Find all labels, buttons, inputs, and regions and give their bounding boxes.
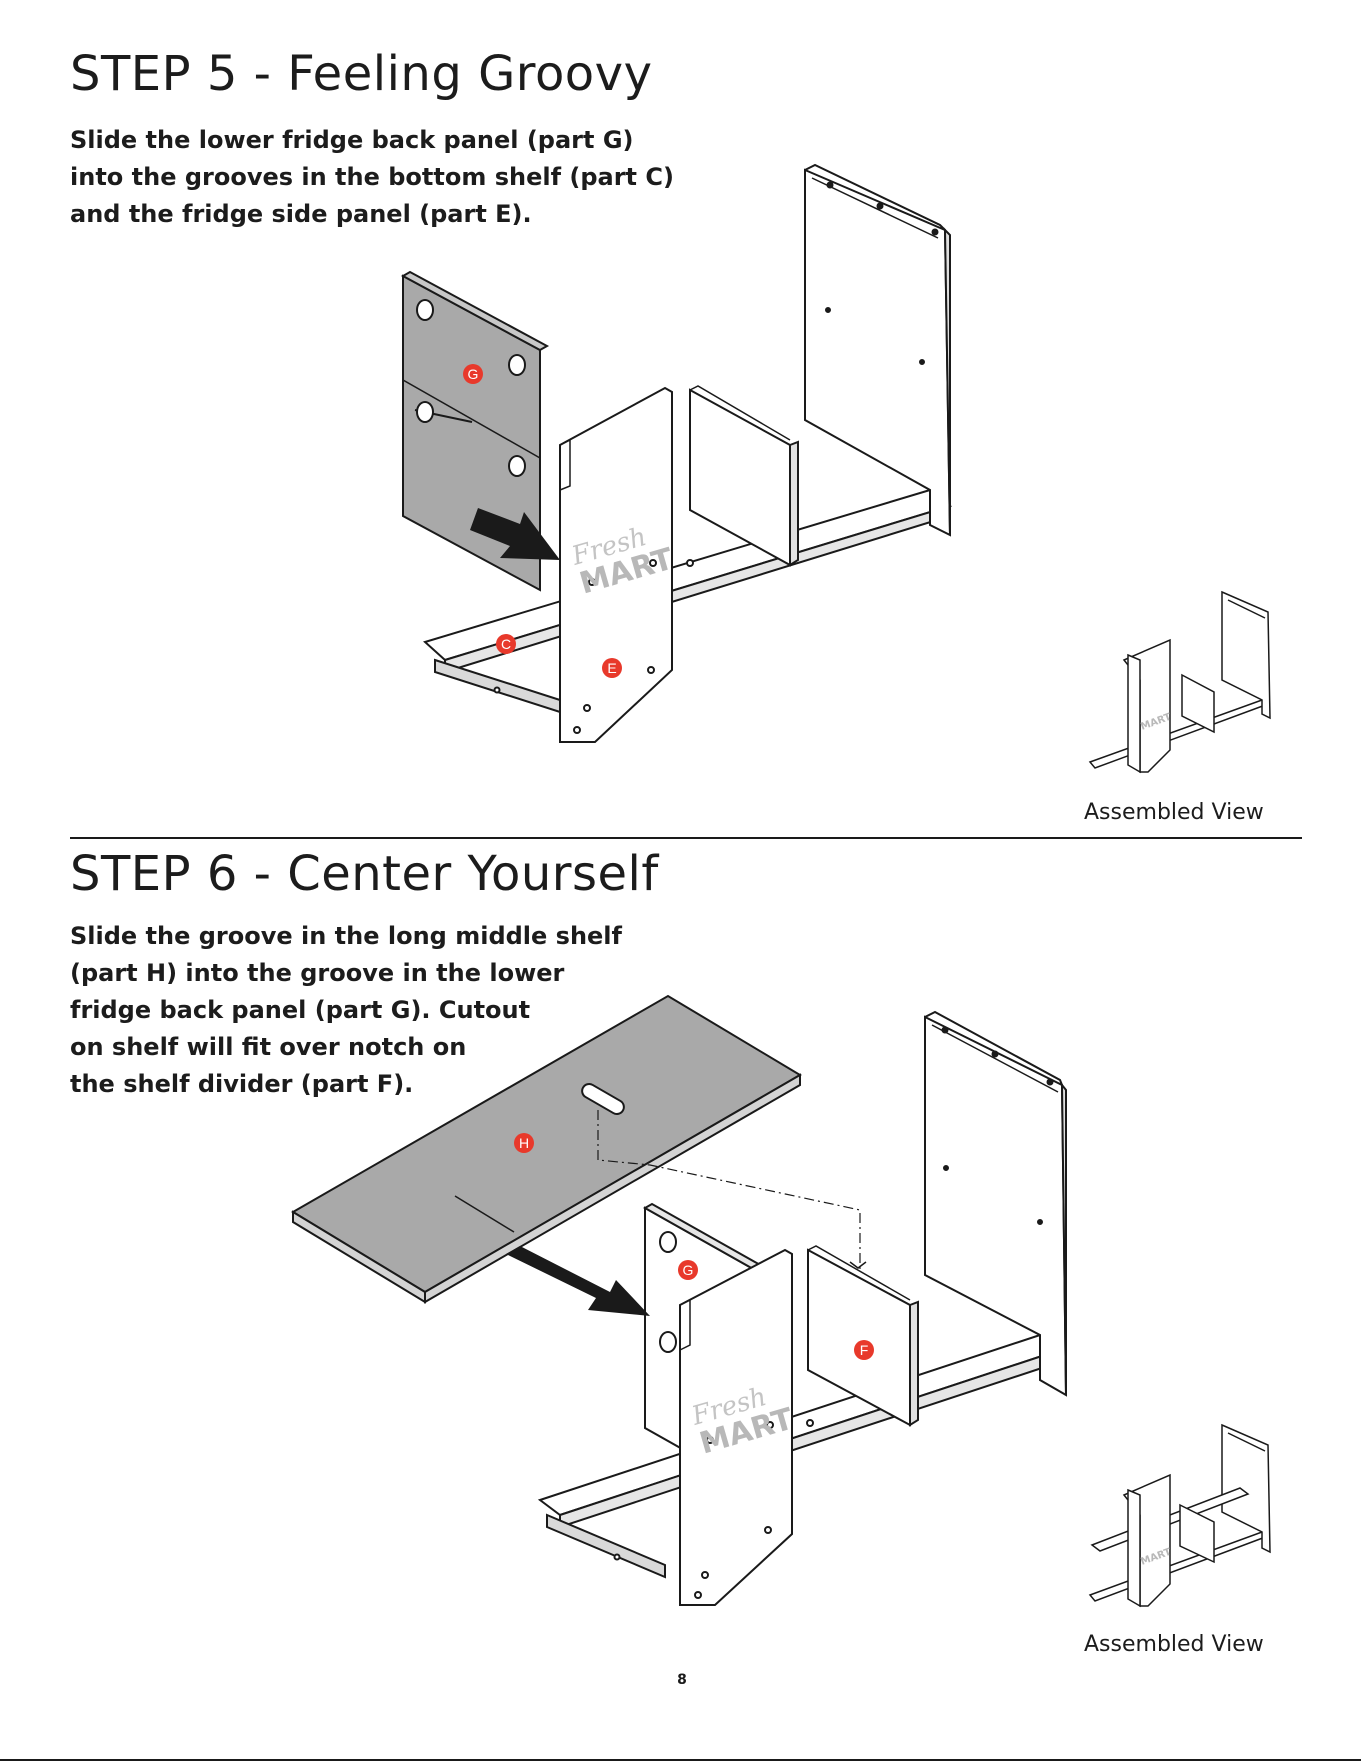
step6-instructions: Slide the groove in the long middle shel… [70,918,630,1103]
step6-instruction-line: on shelf will fit over notch on [70,1033,467,1061]
step5-instructions: Slide the lower fridge back panel (part … [70,122,690,233]
part-label-c: C [501,636,511,652]
step5-assembled-thumbnail: MART [1088,590,1271,774]
part-label-h: H [519,1135,529,1151]
step5-insert-arrow [470,508,560,560]
step6-assembled-thumbnail: MART [1088,1423,1271,1608]
step6-instruction-line: (part H) into the groove in the lower [70,959,565,987]
step6-long-middle-shelf-h [291,994,802,1304]
step6-main-diagram [537,1010,1068,1606]
step6-back-panel [924,1010,1068,1397]
step5-title: STEP 5 - Feeling Groovy [70,46,653,102]
label-circle-h [514,1133,534,1153]
step5-instruction-line: and the fridge side panel (part E). [70,200,532,228]
step5-shelf-divider [689,385,799,567]
section-divider [70,837,1302,839]
step6-assembled-view-caption: Assembled View [1084,1632,1264,1657]
step6-bottom-shelf [537,1333,1063,1579]
part-label-g-step6: G [683,1262,694,1278]
step5-instruction-line: Slide the lower fridge back panel (part … [70,126,634,154]
step6-instruction-line: fridge back panel (part G). Cutout [70,996,531,1024]
step6-instruction-line: Slide the groove in the long middle shel… [70,922,622,950]
step5-instruction-line: into the grooves in the bottom shelf (pa… [70,163,674,191]
step6-alignment-guide [597,1110,861,1270]
step5-part-labels: G C E [463,364,622,678]
step5-main-diagram [400,163,953,743]
label-circle-e [602,658,622,678]
step6-part-labels: H G F [514,1133,874,1360]
label-circle-g [463,364,483,384]
step6-shelf-divider-f [807,1245,919,1427]
part-label-f: F [860,1342,869,1358]
step6-fridge-side-panel [679,1248,793,1606]
step5-assembled-view-caption: Assembled View [1084,800,1264,825]
step5-back-panel [804,163,952,537]
step5-fridge-side-panel-e [559,386,673,743]
label-circle-g-step6 [678,1260,698,1280]
bottom-rule [0,1759,1361,1761]
step6-insert-arrow [506,1246,650,1316]
label-circle-f [854,1340,874,1360]
step5-fridge-back-panel-g [400,270,550,592]
part-label-e: E [607,660,616,676]
page-number: 8 [677,1672,687,1688]
label-circle-c [496,634,516,654]
step6-title: STEP 6 - Center Yourself [70,846,659,902]
part-label-g: G [468,366,479,382]
step6-instruction-line: the shelf divider (part F). [70,1070,414,1098]
